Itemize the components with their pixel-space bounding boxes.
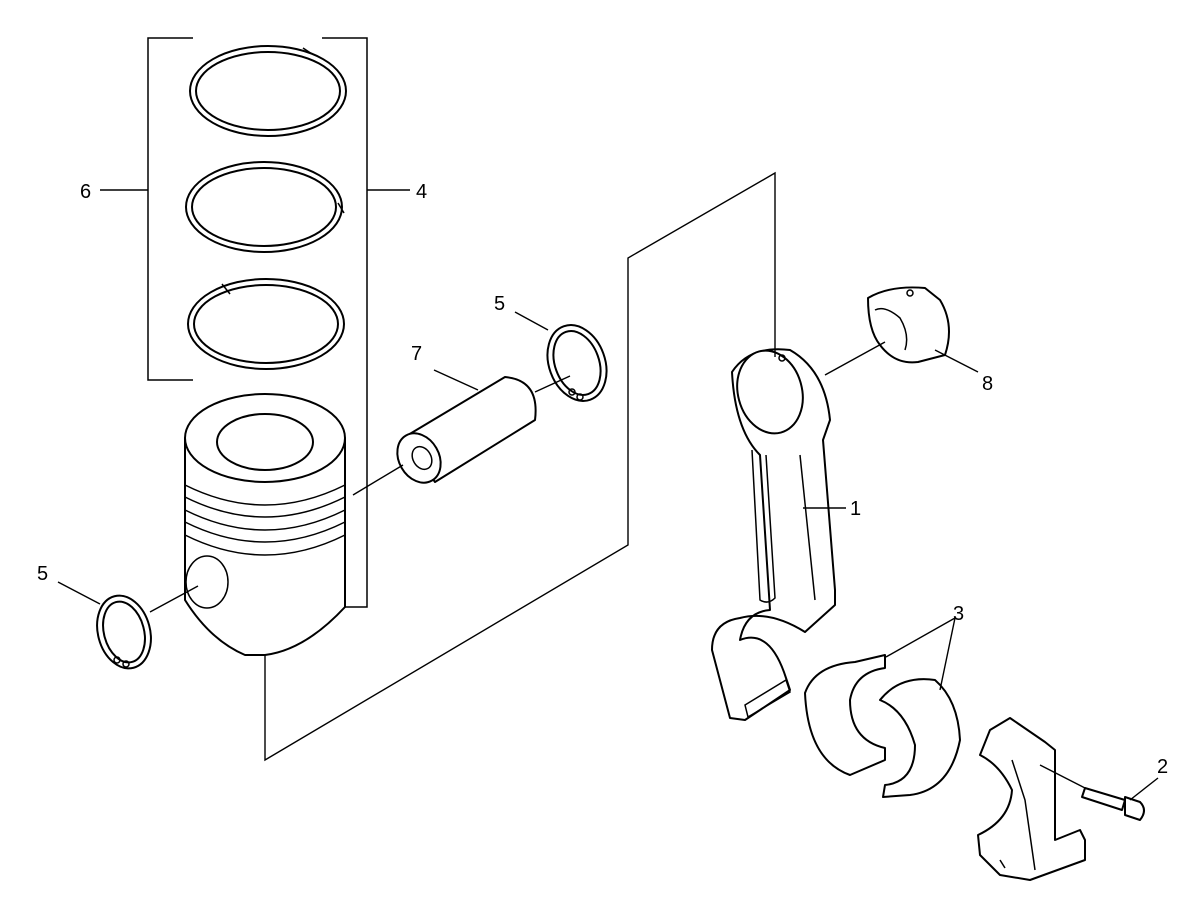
snap-ring-upper bbox=[546, 324, 608, 402]
connecting-rod-cap bbox=[977, 717, 1086, 881]
connecting-rod-bolt bbox=[1039, 764, 1145, 821]
callout-7: 7 bbox=[411, 343, 422, 365]
callout-8: 8 bbox=[982, 373, 993, 395]
callout-4: 4 bbox=[416, 181, 427, 203]
ring-set-bracket-6 bbox=[100, 37, 193, 381]
leader-lines bbox=[57, 311, 1159, 801]
callout-5-upper: 5 bbox=[494, 293, 505, 315]
big-end-bearing-shells bbox=[804, 654, 961, 798]
callout-2: 2 bbox=[1157, 756, 1168, 778]
callout-6: 6 bbox=[80, 181, 91, 203]
callout-1: 1 bbox=[850, 498, 861, 520]
connecting-rod bbox=[711, 348, 836, 721]
snap-ring-lower bbox=[96, 594, 152, 670]
piston-pin bbox=[396, 376, 537, 484]
piston-ring-middle bbox=[185, 161, 345, 253]
callout-3: 3 bbox=[953, 603, 964, 625]
piston bbox=[184, 393, 346, 656]
ring-set-bracket-4 bbox=[322, 37, 410, 608]
piston-ring-top bbox=[189, 45, 347, 137]
assembly-line bbox=[264, 171, 776, 762]
piston-ring-oil bbox=[187, 278, 345, 370]
callout-5-lower: 5 bbox=[37, 563, 48, 585]
